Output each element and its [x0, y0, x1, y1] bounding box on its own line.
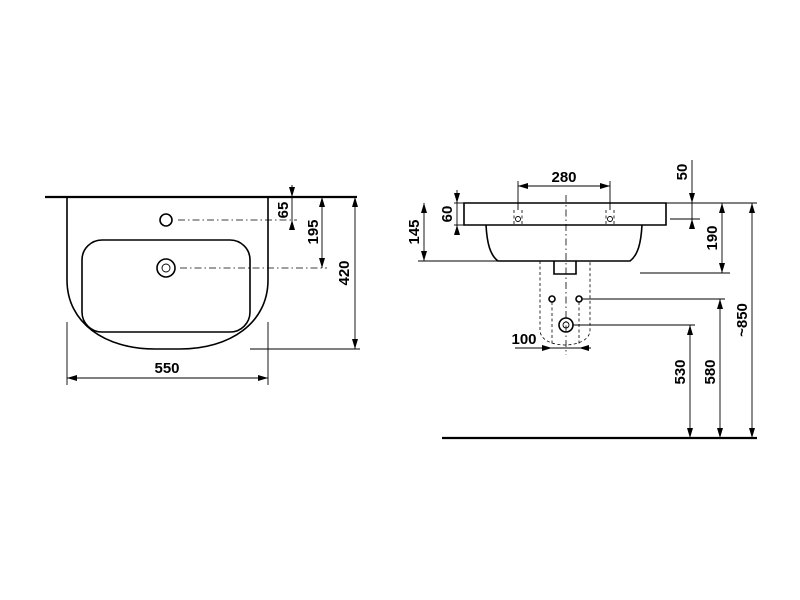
dim-145-label: 145	[406, 219, 423, 244]
dim-580-label: 580	[702, 359, 719, 384]
side-view: 280 60 145 50 190 100	[406, 160, 757, 440]
basin-outline	[66, 197, 269, 350]
basin-bowl	[485, 224, 643, 262]
arrow	[289, 220, 295, 230]
dim-530-label: 530	[672, 359, 689, 384]
arrow	[518, 183, 528, 189]
tap-hole-right-hidden	[605, 210, 615, 225]
dim-190-label: 190	[704, 225, 721, 250]
dim-65-label: 65	[275, 202, 292, 219]
top-view: 550 420 65 195	[45, 185, 360, 385]
arrow	[689, 193, 695, 203]
dim-280-label: 280	[551, 169, 576, 186]
tap-hole-left	[515, 216, 521, 222]
dim-420-label: 420	[336, 260, 353, 285]
arrow	[687, 428, 693, 438]
dim-195-label: 195	[305, 219, 322, 244]
arrow	[258, 375, 268, 381]
arrow	[454, 225, 460, 235]
drain-inner	[161, 263, 171, 273]
arrow	[719, 263, 725, 273]
arrow	[579, 345, 589, 351]
dim-100-label: 100	[511, 331, 536, 348]
arrow	[289, 187, 295, 197]
arrow	[67, 375, 77, 381]
drain-outlet	[553, 261, 577, 275]
supply-left	[548, 295, 556, 303]
arrow	[352, 339, 358, 349]
arrow	[319, 197, 325, 207]
arrow	[352, 197, 358, 207]
arrow	[600, 183, 610, 189]
arrow	[319, 258, 325, 268]
tap-hole	[159, 213, 173, 227]
dim-50-label: 50	[674, 164, 691, 181]
dim-60-label: 60	[439, 206, 456, 223]
arrow	[717, 299, 723, 309]
dim-850-label: ~850	[734, 303, 751, 337]
arrow	[749, 428, 755, 438]
arrow	[454, 193, 460, 203]
arrow	[421, 203, 427, 213]
pedestal-hidden	[539, 261, 591, 346]
arrow	[421, 251, 427, 261]
tap-hole-left-hidden	[513, 210, 523, 225]
supply-right	[575, 295, 583, 303]
tap-hole-right	[607, 216, 613, 222]
basin-rim	[463, 202, 667, 226]
arrow	[719, 203, 725, 213]
dim-550-label: 550	[154, 360, 179, 377]
waste-inner	[562, 321, 570, 329]
arrow	[689, 219, 695, 229]
arrow	[687, 325, 693, 335]
arrow	[717, 428, 723, 438]
arrow	[749, 203, 755, 213]
bowl-inner	[81, 239, 251, 333]
arrow	[542, 345, 552, 351]
drain-outer	[156, 258, 176, 278]
